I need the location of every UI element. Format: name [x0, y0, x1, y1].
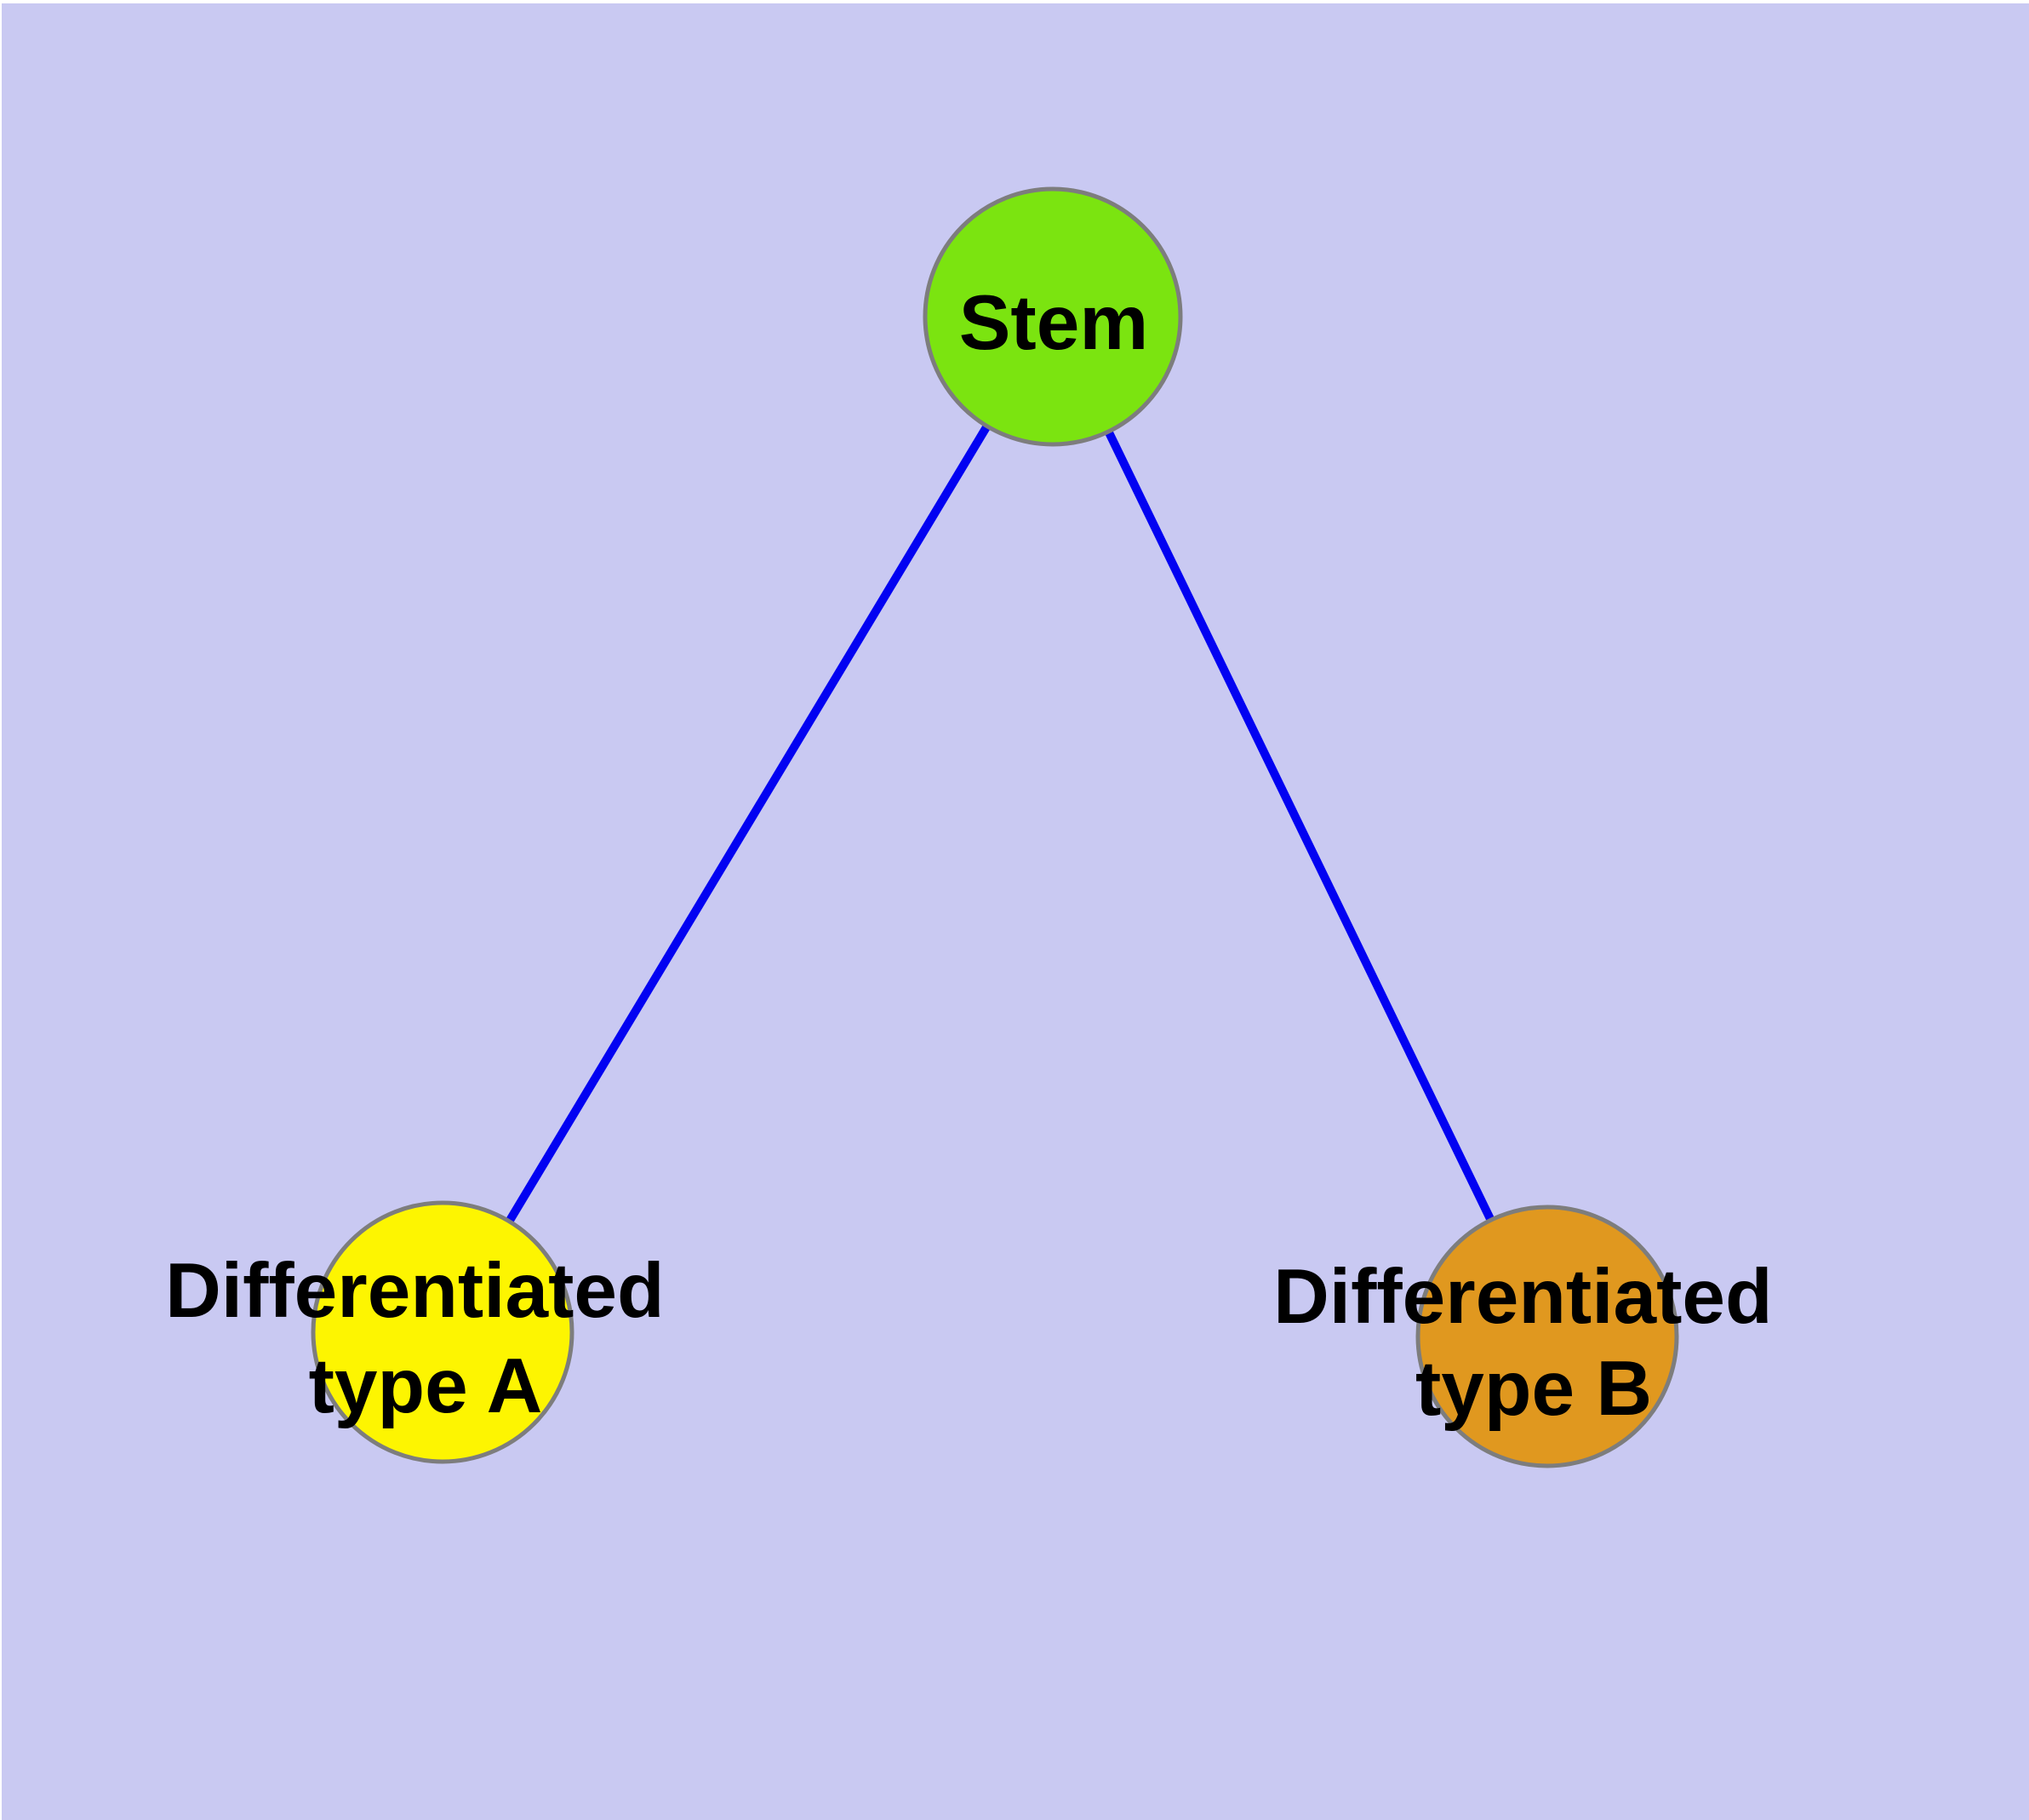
- node-differentiated-a-label-line1: Differentiated: [165, 1248, 665, 1334]
- node-stem: [923, 186, 1183, 447]
- node-differentiated-a-label-line2: type A: [309, 1343, 543, 1429]
- node-differentiated-b-label-line1: Differentiated: [1273, 1254, 1773, 1340]
- edge-stem-to-differentiated-b: [1049, 314, 1552, 1339]
- node-stem-label: Stem: [959, 280, 1149, 366]
- node-differentiated-b-label-line2: type B: [1415, 1346, 1652, 1432]
- node-differentiated-a-label: Differentiated type A: [165, 1248, 686, 1429]
- node-differentiated-b-label: Differentiated type B: [1273, 1254, 1794, 1432]
- node-differentiated-a: [311, 1200, 574, 1464]
- node-differentiated-b: [1415, 1205, 1679, 1468]
- edge-stem-to-differentiated-a: [438, 314, 1057, 1335]
